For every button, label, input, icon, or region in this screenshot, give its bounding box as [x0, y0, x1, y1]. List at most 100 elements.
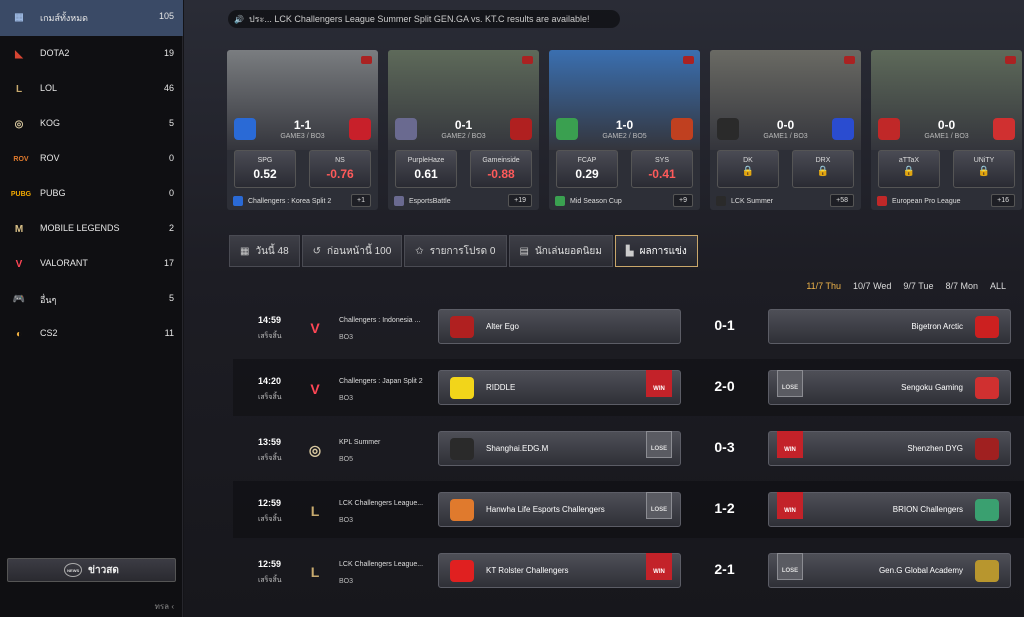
win-badge: WIN [777, 431, 803, 458]
team-logo [975, 499, 999, 521]
match-status: เสร็จสิ้น [258, 394, 282, 401]
date-filter-item[interactable]: 9/7 Tue [903, 281, 934, 291]
team-name: Sengoku Gaming [901, 383, 963, 392]
card-footer: LCK Summer+58 [710, 192, 861, 210]
favorite-icon: ✩ [415, 245, 424, 257]
league-name: European Pro League [892, 197, 961, 205]
more-markets-badge[interactable]: +9 [673, 194, 693, 207]
odds-button-team2[interactable]: SYS-0.41 [631, 150, 693, 188]
youtube-icon[interactable] [522, 56, 533, 64]
odds-button-team1[interactable]: aTTaX🔒 [878, 150, 940, 188]
odds-value: -0.88 [487, 167, 515, 181]
more-markets-badge[interactable]: +16 [991, 194, 1015, 207]
team2-logo [671, 118, 693, 140]
league-icon [394, 196, 404, 206]
tab-label: วันนี้ 48 [255, 245, 289, 257]
odds-button-team2[interactable]: Gameinside-0.88 [470, 150, 532, 188]
team2-logo [510, 118, 532, 140]
match-score: 0-0 [937, 118, 956, 132]
sidebar-item-count: 19 [163, 48, 174, 58]
sidebar-item-count: 0 [168, 153, 174, 163]
cs2-icon: ◐ [15, 328, 23, 340]
team-logo [450, 316, 474, 338]
tab-calendar[interactable]: ▦ วันนี้ 48 [229, 235, 300, 267]
date-filter-item[interactable]: 11/7 Thu [806, 281, 842, 291]
youtube-icon[interactable] [1005, 56, 1016, 64]
more-markets-badge[interactable]: +58 [830, 194, 854, 207]
youtube-icon[interactable] [683, 56, 694, 64]
card-footer: European Pro League +16 [871, 192, 1022, 210]
date-filter-item[interactable]: 10/7 Wed [853, 281, 892, 291]
more-markets-badge[interactable]: +1 [351, 194, 371, 207]
odds-button-team2[interactable]: UNiTY🔒 [953, 150, 1015, 188]
tab-favorite[interactable]: ✩รายการโปรด 0 [404, 235, 507, 267]
league-name: KPL Summer [339, 439, 381, 446]
team1-logo [717, 118, 739, 140]
grid-icon: ▦ [14, 11, 24, 23]
date-filter-item[interactable]: ALL [989, 281, 1006, 291]
more-markets-badge[interactable]: +19 [508, 194, 532, 207]
youtube-icon[interactable] [361, 56, 372, 64]
lock-icon: 🔒 [977, 166, 991, 177]
team-box-team2[interactable]: Bigetron Arctic [768, 309, 1011, 344]
team-name: Alter Ego [486, 322, 519, 331]
tab-results[interactable]: ▙ผลการแข่ง [614, 235, 698, 267]
odds-team-name: NS [335, 157, 345, 164]
sidebar-item-label: PUBG [40, 188, 66, 198]
tab-ranking[interactable]: ▤นักเล่นยอดนิยม [508, 235, 613, 267]
tab-history[interactable]: ↺ก่อนหน้านี้ 100 [301, 235, 403, 267]
team-box-team2[interactable]: Sengoku Gaming LOSE [768, 370, 1011, 405]
odds-button-team1[interactable]: DK🔒 [717, 150, 779, 188]
odds-team-name: FCAP [577, 157, 597, 164]
lose-badge: LOSE [777, 370, 803, 397]
sidebar-collapse-toggle[interactable]: ทรล ‹ [155, 600, 174, 613]
calendar-icon: ▦ [240, 245, 250, 257]
team-box-team1[interactable]: Alter Ego [438, 309, 681, 344]
league-name: Challengers : Japan Split 2 [339, 378, 423, 385]
news-ticker[interactable]: 🔊 ประ... LCK Challengers League Summer S… [228, 10, 620, 28]
lose-badge: LOSE [646, 431, 672, 458]
odds-team-name: SPG [257, 157, 273, 164]
kog-icon: ◎ [308, 441, 322, 458]
date-filter-item[interactable]: 8/7 Mon [945, 281, 978, 291]
sidebar-item-count: 46 [163, 83, 174, 93]
youtube-icon[interactable] [844, 56, 855, 64]
team-logo [450, 499, 474, 521]
news-button[interactable]: NEWS ข่าวสด [7, 558, 176, 582]
team1-logo [395, 118, 417, 140]
lose-badge: LOSE [777, 553, 803, 580]
odds-button-team2[interactable]: DRX🔒 [792, 150, 854, 188]
odds-button-team2[interactable]: NS-0.76 [309, 150, 371, 188]
odds-value: -0.41 [648, 167, 676, 181]
